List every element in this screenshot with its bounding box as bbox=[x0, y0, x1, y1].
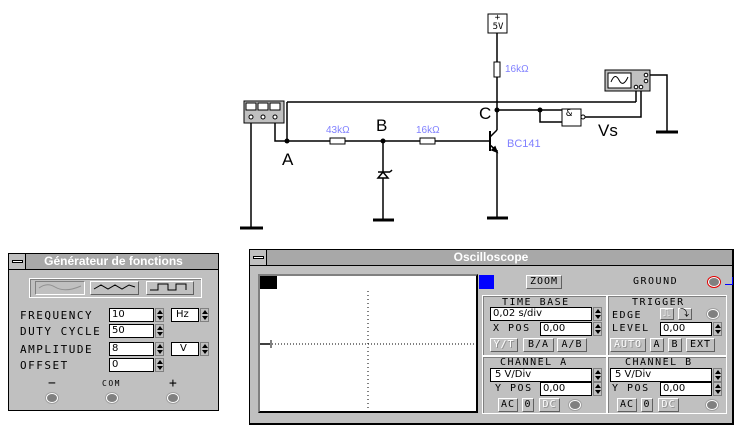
resistor-base-label: 16kΩ bbox=[416, 125, 440, 136]
supply-plus: + bbox=[494, 13, 501, 23]
oscilloscope-instrument-icon bbox=[604, 69, 651, 92]
duty-cycle-label: DUTY CYCLE bbox=[20, 325, 102, 338]
channel-b-ypos-label: Y POS bbox=[612, 383, 650, 394]
edge-label: EDGE bbox=[612, 310, 643, 321]
channel-b-scale-select[interactable]: 5 V/Div bbox=[610, 368, 712, 382]
trigger-auto-button[interactable]: AUTO bbox=[610, 338, 646, 352]
trigger-ext-button[interactable]: EXT bbox=[686, 338, 715, 352]
frequency-label: FREQUENCY bbox=[20, 309, 94, 322]
channel-a-scale-spinner[interactable] bbox=[593, 368, 602, 382]
time-base-select[interactable]: 0,02 s/div bbox=[490, 307, 592, 321]
window-title: Oscilloscope bbox=[453, 250, 529, 264]
function-generator-window: Générateur de fonctions FREQUENCY 10 Hz … bbox=[8, 253, 219, 411]
yt-button[interactable]: Y/T bbox=[490, 338, 518, 352]
node-c-label: C bbox=[479, 104, 492, 123]
x-pos-input[interactable]: 0,00 bbox=[540, 322, 592, 336]
minus-terminal-label: − bbox=[48, 376, 58, 391]
waveform-triangle-button[interactable] bbox=[90, 281, 139, 295]
function-generator-instrument-icon bbox=[243, 100, 285, 124]
minus-terminal[interactable] bbox=[46, 393, 58, 403]
expand-panel-button[interactable] bbox=[479, 275, 494, 289]
oscilloscope-title-bar[interactable]: Oscilloscope bbox=[250, 250, 732, 266]
screen-marker bbox=[260, 276, 277, 289]
output-vs-label: Vs bbox=[598, 121, 618, 140]
channel-b-dc-button[interactable]: DC bbox=[658, 398, 679, 412]
offset-input[interactable]: 0 bbox=[109, 358, 154, 372]
plus-terminal[interactable] bbox=[167, 393, 179, 403]
resistor-43k-label: 43kΩ bbox=[326, 125, 350, 136]
channel-b-ypos-spinner[interactable] bbox=[713, 382, 722, 396]
function-generator-title-bar[interactable]: Générateur de fonctions bbox=[9, 254, 218, 270]
node-a-label: A bbox=[282, 150, 294, 169]
frequency-unit-spinner[interactable] bbox=[200, 308, 209, 322]
oscilloscope-screen bbox=[258, 274, 478, 413]
level-label: LEVEL bbox=[612, 323, 650, 334]
com-terminal[interactable] bbox=[106, 393, 118, 403]
channel-b-zero-button[interactable]: 0 bbox=[641, 398, 653, 412]
trigger-level-input[interactable]: 0,00 bbox=[660, 322, 712, 336]
supply-voltage: 5V bbox=[492, 22, 504, 32]
ba-button[interactable]: B/A bbox=[523, 338, 554, 352]
gate-symbol: & bbox=[566, 108, 573, 119]
trigger-b-button[interactable]: B bbox=[668, 338, 682, 352]
ground-label: GROUND bbox=[633, 276, 679, 287]
supply-5v-icon bbox=[487, 13, 508, 34]
duty-cycle-spinner[interactable] bbox=[155, 324, 164, 338]
time-base-title: TIME BASE bbox=[502, 297, 570, 308]
channel-a-zero-button[interactable]: 0 bbox=[522, 398, 534, 412]
amplitude-spinner[interactable] bbox=[155, 342, 164, 356]
trigger-level-spinner[interactable] bbox=[713, 322, 722, 336]
channel-a-scale-select[interactable]: 5 V/Div bbox=[490, 368, 592, 382]
edge-rising-button[interactable]: ⎍ bbox=[660, 308, 674, 320]
transistor-label: BC141 bbox=[507, 138, 541, 150]
waveform-sine-button[interactable] bbox=[35, 281, 85, 295]
channel-a-terminal[interactable] bbox=[569, 400, 581, 410]
amplitude-unit-spinner[interactable] bbox=[200, 342, 209, 356]
frequency-input[interactable]: 10 bbox=[109, 308, 154, 322]
waveform-square-button[interactable] bbox=[146, 281, 194, 295]
ab-button[interactable]: A/B bbox=[557, 338, 587, 352]
amplitude-label: AMPLITUDE bbox=[20, 343, 94, 356]
channel-a-ac-button[interactable]: AC bbox=[498, 398, 518, 412]
ground-wire bbox=[725, 277, 733, 285]
frequency-unit-select[interactable]: Hz bbox=[171, 308, 199, 322]
schematic-wires bbox=[240, 13, 678, 230]
amplitude-input[interactable]: 8 bbox=[109, 342, 154, 356]
channel-a-ypos-input[interactable]: 0,00 bbox=[540, 382, 592, 396]
trigger-terminal[interactable] bbox=[707, 309, 719, 319]
node-b-label: B bbox=[376, 116, 388, 135]
offset-spinner[interactable] bbox=[155, 358, 164, 372]
com-terminal-label: COM bbox=[102, 379, 121, 388]
channel-a-dc-button[interactable]: DC bbox=[539, 398, 560, 412]
frequency-spinner[interactable] bbox=[155, 308, 164, 322]
duty-cycle-input[interactable]: 50 bbox=[109, 324, 154, 338]
screen-graticule bbox=[260, 291, 476, 409]
channel-b-ac-button[interactable]: AC bbox=[617, 398, 637, 412]
x-pos-label: X POS bbox=[493, 323, 531, 334]
zoom-button[interactable]: ZOOM bbox=[526, 275, 562, 289]
amplitude-unit-select[interactable]: V bbox=[171, 342, 199, 356]
channel-b-scale-spinner[interactable] bbox=[713, 368, 722, 382]
trigger-a-button[interactable]: A bbox=[650, 338, 664, 352]
offset-label: OFFSET bbox=[20, 359, 69, 372]
resistor-collector-label: 16kΩ bbox=[505, 64, 529, 75]
x-pos-spinner[interactable] bbox=[593, 322, 602, 336]
channel-b-ypos-input[interactable]: 0,00 bbox=[660, 382, 712, 396]
channel-a-ypos-label: Y POS bbox=[495, 383, 533, 394]
channel-b-title: CHANNEL B bbox=[625, 357, 693, 368]
system-menu-button[interactable] bbox=[250, 250, 267, 265]
window-title: Générateur de fonctions bbox=[44, 254, 183, 268]
oscilloscope-window: Oscilloscope ZOOM GROUND TIME BASE 0,02 … bbox=[249, 249, 734, 425]
plus-terminal-label: + bbox=[169, 376, 179, 391]
system-menu-button[interactable] bbox=[9, 254, 26, 269]
channel-a-title: CHANNEL A bbox=[500, 357, 568, 368]
channel-b-terminal[interactable] bbox=[706, 400, 718, 410]
channel-a-ypos-spinner[interactable] bbox=[593, 382, 602, 396]
edge-falling-button[interactable]: ⤵ bbox=[678, 308, 692, 320]
resistor-icons bbox=[329, 61, 501, 145]
time-base-spinner[interactable] bbox=[593, 307, 602, 321]
ground-terminal[interactable] bbox=[708, 277, 720, 287]
trigger-title: TRIGGER bbox=[632, 297, 685, 308]
